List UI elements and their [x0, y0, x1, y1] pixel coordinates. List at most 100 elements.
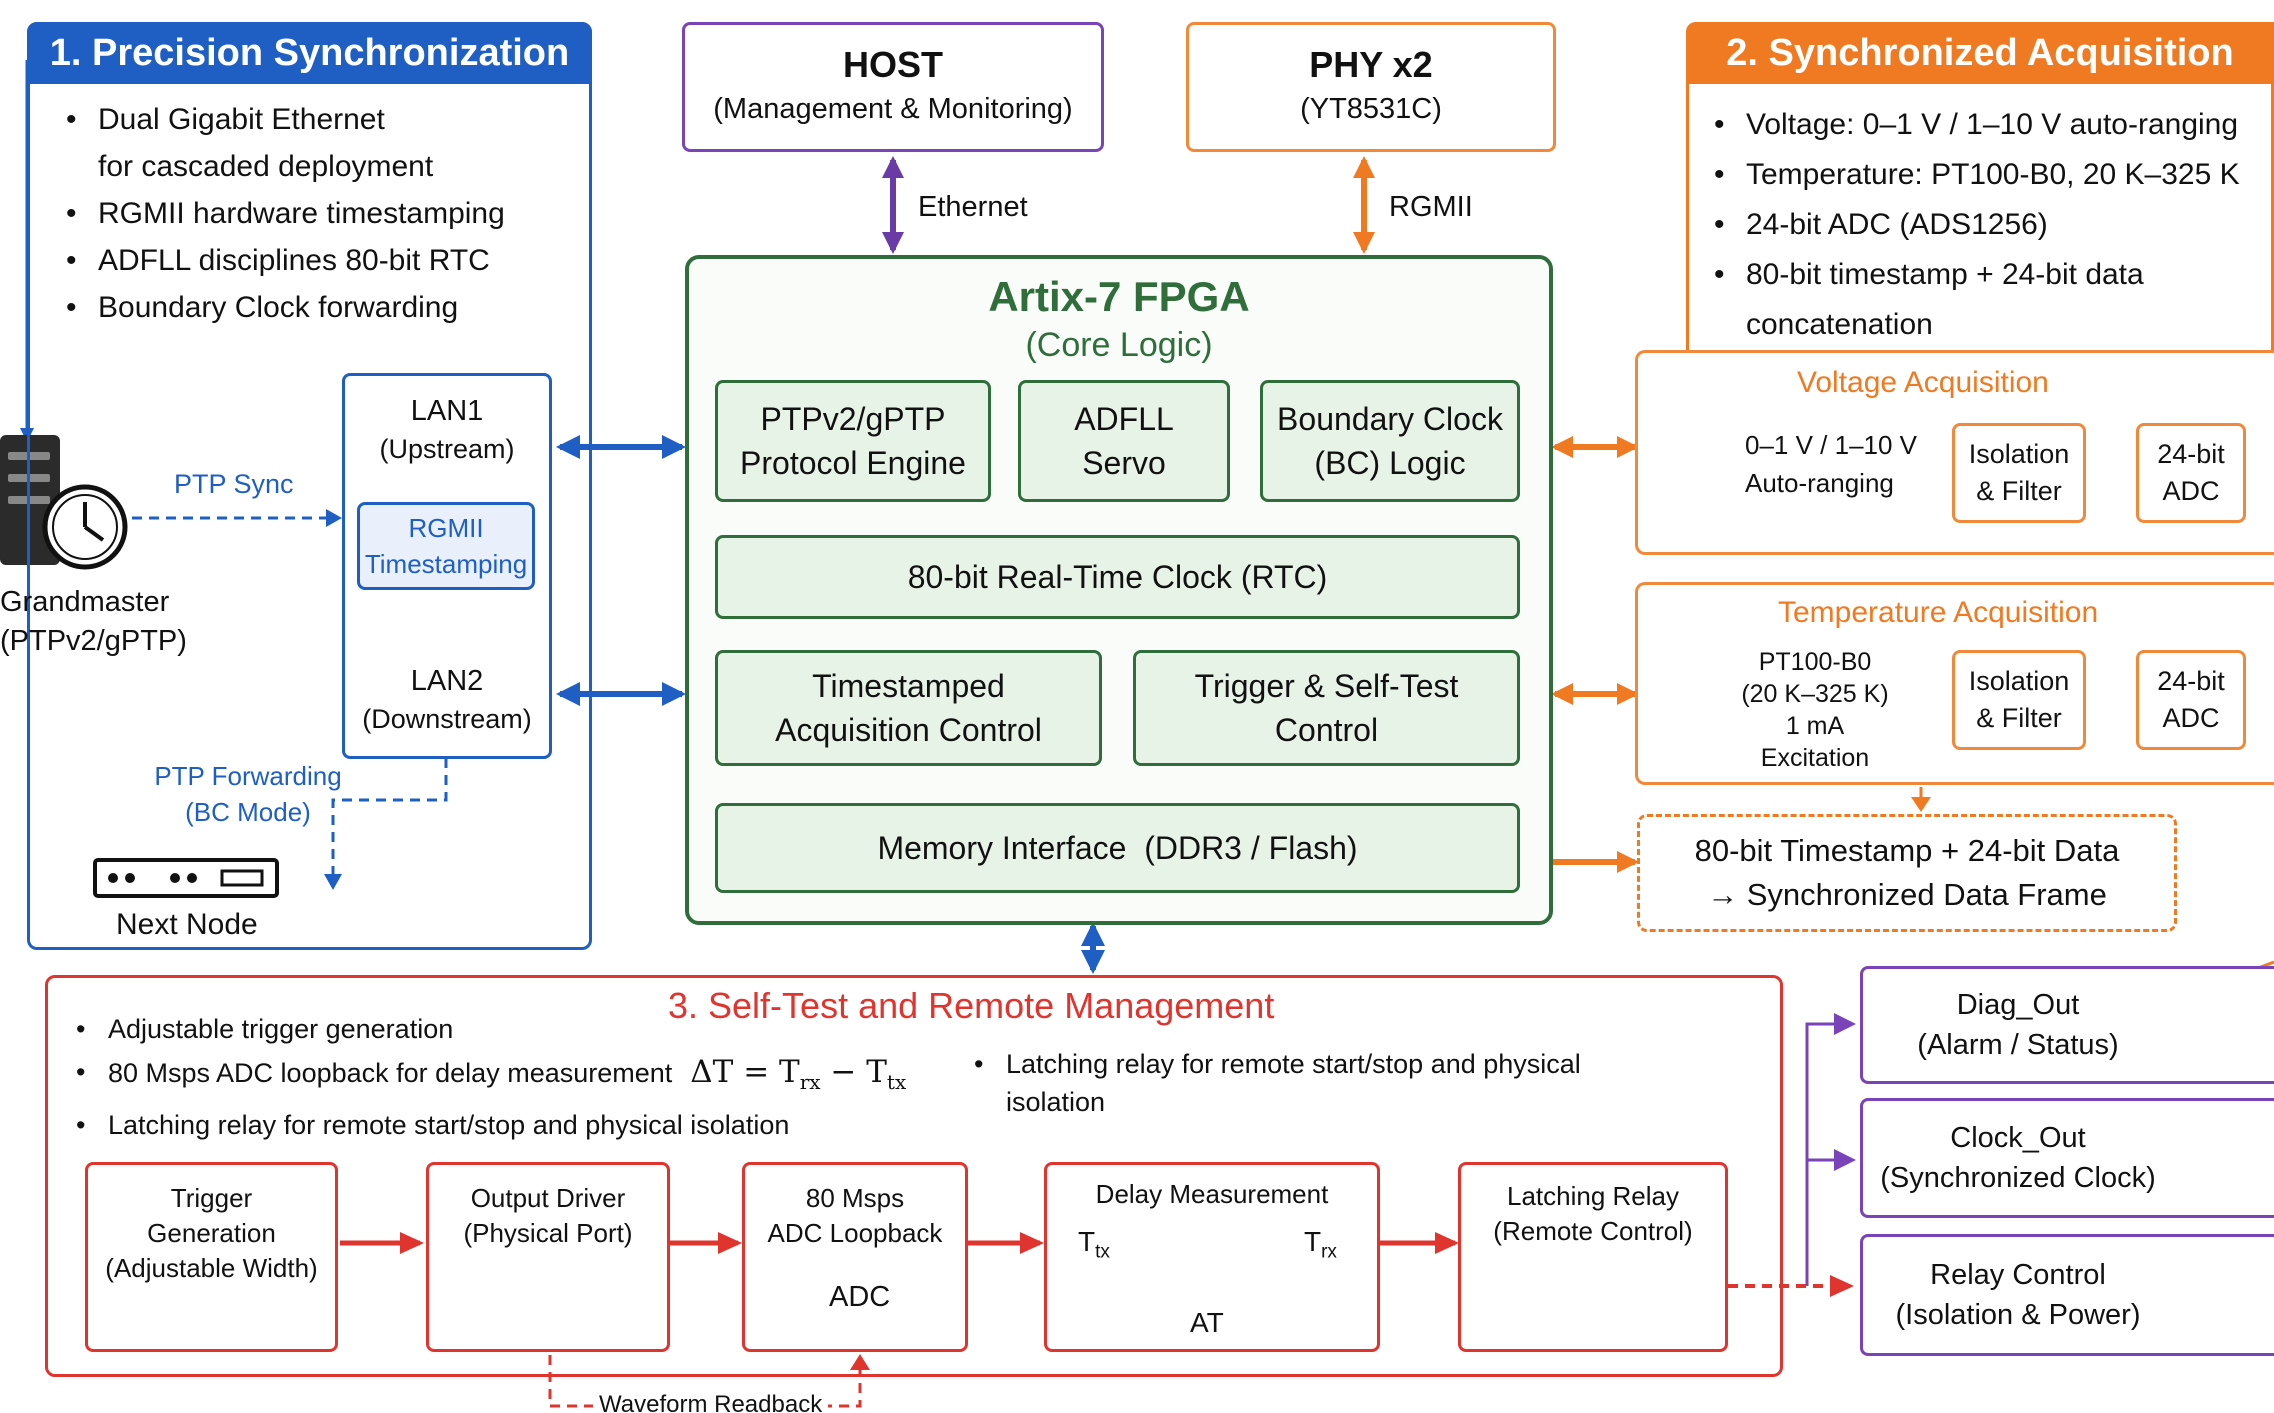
lan1-label: LAN1 (Upstream)	[342, 385, 552, 475]
ptp-sync-arrowhead	[326, 509, 342, 527]
section2-title: 2. Synchronized Acquisition	[1686, 22, 2274, 84]
bullet-temperature: Temperature: PT100-B0, 20 K–325 K	[1710, 150, 2270, 200]
loopback-title: ADC Loopback	[767, 1218, 943, 1248]
trigger-width: (Adjustable Width)	[105, 1253, 318, 1283]
bc-block-title: Boundary Clock	[1277, 401, 1503, 437]
voltage-auto-ranging: Auto-ranging	[1745, 468, 1894, 498]
ptp-forwarding-mode: (BC Mode)	[185, 797, 311, 827]
voltage-iso-subtitle: & Filter	[1976, 476, 2062, 506]
section3-side-bullets: Latching relay for remote start/stop and…	[970, 1045, 1670, 1121]
voltage-adc-box: 24-bit ADC	[2136, 423, 2246, 523]
grandmaster-title: Grandmaster	[0, 586, 170, 618]
temp-adc-label: ADC	[2162, 703, 2220, 733]
bullet-boundary-clock: Boundary Clock forwarding	[62, 284, 582, 331]
bullet-adc-loopback: 80 Msps ADC loopback for delay measureme…	[72, 1051, 972, 1104]
section2-bullets: Voltage: 0–1 V / 1–10 V auto-ranging Tem…	[1710, 100, 2270, 350]
clock-out-box: Clock_Out (Synchronized Clock)	[1860, 1098, 2274, 1218]
temp-iso-title: Isolation	[1968, 666, 2070, 696]
adfll-block-title: ADFLL	[1074, 401, 1174, 437]
temp-iso-subtitle: & Filter	[1976, 703, 2062, 733]
trigger-subtitle: Generation	[147, 1218, 276, 1248]
lan1-subtitle: (Upstream)	[379, 434, 515, 464]
trig-block-subtitle: Control	[1274, 712, 1379, 748]
voltage-acquisition-title: Voltage Acquisition	[1797, 366, 2049, 399]
pt100-model: PT100-B0	[1758, 648, 1872, 676]
relay-control-box: Relay Control (Isolation & Power)	[1860, 1234, 2274, 1356]
section3-bullets: Adjustable trigger generation 80 Msps AD…	[72, 1008, 972, 1147]
driver-subtitle: (Physical Port)	[463, 1218, 633, 1248]
voltage-iso-title: Isolation	[1968, 439, 2070, 469]
acquisition-control-block: Timestamped Acquisition Control	[715, 650, 1102, 766]
ptp-block-subtitle: Protocol Engine	[740, 445, 966, 481]
voltage-range: 0–1 V / 1–10 V	[1745, 430, 1918, 460]
host-title: HOST	[842, 44, 943, 85]
ptp-block-title: PTPv2/gPTP	[760, 401, 946, 437]
frame-line2: → Synchronized Data Frame	[1707, 877, 2107, 912]
pt100-excitation: Excitation	[1760, 744, 1870, 772]
temperature-adc-box: 24-bit ADC	[2136, 650, 2246, 750]
voltage-adc-label: ADC	[2162, 476, 2220, 506]
ethernet-label: Ethernet	[918, 191, 1028, 223]
branch-to-diag	[1805, 1013, 1856, 1286]
grandmaster-subtitle: (PTPv2/gPTP)	[0, 625, 187, 657]
output-driver-block: Output Driver (Physical Port)	[426, 1162, 670, 1352]
memory-interface-block: Memory Interface (DDR3 / Flash)	[715, 803, 1520, 893]
phy-title: PHY x2	[1309, 44, 1433, 85]
waveform-readback-label: Waveform Readback	[593, 1391, 829, 1413]
delay-at-label: AT	[1190, 1307, 1224, 1338]
phy-subtitle: (YT8531C)	[1300, 93, 1442, 125]
diag-subtitle: (Alarm / Status)	[1917, 1029, 2119, 1061]
delay-ttx-label: Ttx	[1078, 1226, 1110, 1263]
lan1-title: LAN1	[410, 395, 484, 427]
synchronized-data-frame: 80-bit Timestamp + 24-bit Data → Synchro…	[1637, 814, 2177, 932]
ptp-forwarding-label: PTP Forwarding (BC Mode)	[148, 758, 348, 830]
side-bullet-relay: Latching relay for remote start/stop and…	[970, 1045, 1670, 1121]
acq-block-title: Timestamped	[812, 668, 1005, 704]
pt100-range: (20 K–325 K)	[1741, 680, 1889, 708]
ptp-protocol-engine-block: PTPv2/gPTP Protocol Engine	[715, 380, 991, 502]
adc-icon-label: ADC	[829, 1281, 891, 1313]
acq-block-subtitle: Acquisition Control	[775, 712, 1042, 748]
next-node-label: Next Node	[116, 908, 258, 941]
latching-relay-block: Latching Relay (Remote Control)	[1458, 1162, 1728, 1352]
next-node-switch-icon	[93, 858, 279, 898]
bc-block-subtitle: (BC) Logic	[1314, 445, 1466, 481]
bullet-voltage: Voltage: 0–1 V / 1–10 V auto-ranging	[1710, 100, 2270, 150]
temperature-acquisition-title: Temperature Acquisition	[1778, 596, 2099, 629]
ptp-forwarding-title: PTP Forwarding	[154, 761, 342, 791]
fpga-header: Artix-7 FPGA (Core Logic)	[685, 270, 1553, 366]
delay-title: Delay Measurement	[1095, 1179, 1329, 1209]
lan2-subtitle: (Downstream)	[362, 704, 532, 734]
temp-adc-bits: 24-bit	[2157, 666, 2225, 696]
bullet-latching-relay: Latching relay for remote start/stop and…	[72, 1104, 972, 1147]
bullet-rgmii: RGMII hardware timestamping	[62, 190, 582, 237]
adfll-servo-block: ADFLL Servo	[1018, 380, 1230, 502]
diag-title: Diag_Out	[1956, 989, 2080, 1021]
rgmii-timestamping-box: RGMII Timestamping	[357, 502, 535, 590]
voltage-isolation-filter: Isolation & Filter	[1952, 423, 2086, 523]
clock-title: Clock_Out	[1950, 1122, 2086, 1154]
pt100-current: 1 mA	[1785, 712, 1845, 740]
trig-block-title: Trigger & Self-Test	[1194, 668, 1459, 704]
delay-trx-label: Trx	[1304, 1226, 1337, 1263]
bullet-timestamp-concat: 80-bit timestamp + 24-bit dataconcatenat…	[1710, 250, 2270, 350]
grandmaster-clock-icon	[42, 484, 128, 570]
bullet-adc: 24-bit ADC (ADS1256)	[1710, 200, 2270, 250]
trigger-generation-block: Trigger Generation (Adjustable Width)	[85, 1162, 338, 1352]
trigger-title: Trigger	[170, 1183, 253, 1213]
phy-box: PHY x2 (YT8531C)	[1186, 22, 1556, 152]
relay-control-title: Relay Control	[1930, 1259, 2106, 1291]
temp-frame-arrowhead	[1911, 797, 1931, 812]
diag-out-box: Diag_Out (Alarm / Status)	[1860, 966, 2274, 1084]
section3-panel	[45, 975, 1783, 1377]
grandmaster-label: Grandmaster (PTPv2/gPTP)	[0, 583, 200, 661]
host-box: HOST (Management & Monitoring)	[682, 22, 1104, 152]
relay-title: Latching Relay	[1507, 1181, 1679, 1211]
lan2-title: LAN2	[410, 665, 484, 697]
trigger-selftest-block: Trigger & Self-Test Control	[1133, 650, 1520, 766]
voltage-range-label: 0–1 V / 1–10 V Auto-ranging	[1745, 426, 1917, 502]
ptp-sync-label: PTP Sync	[174, 469, 294, 499]
voltage-adc-bits: 24-bit	[2157, 439, 2225, 469]
